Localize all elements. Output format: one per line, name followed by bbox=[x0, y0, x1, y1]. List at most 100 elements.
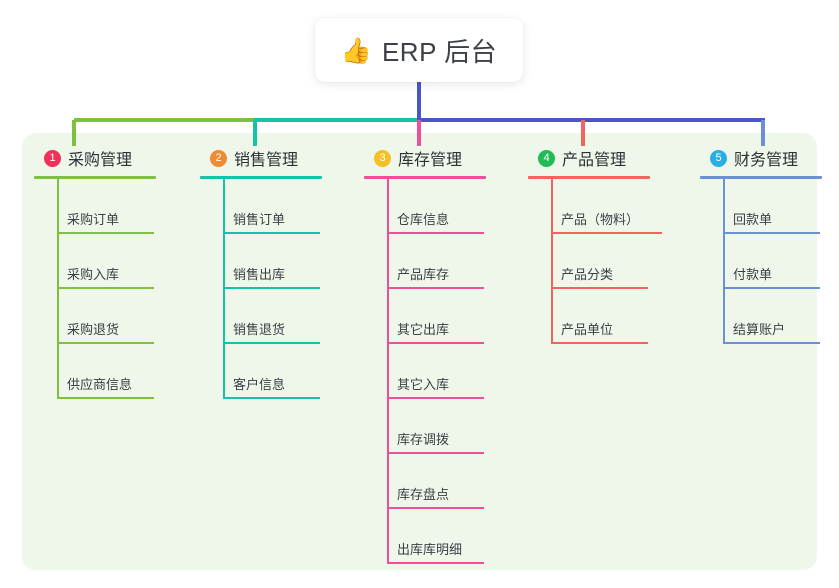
list-item-label: 销售订单 bbox=[233, 212, 286, 227]
list-item-label: 产品分类 bbox=[561, 267, 614, 282]
column-header-4[interactable]: 4 产品管理 bbox=[528, 145, 676, 171]
list-item-label: 出库库明细 bbox=[397, 542, 463, 557]
list-item-underline bbox=[552, 287, 648, 289]
list-item[interactable]: 结算账户 bbox=[724, 289, 820, 344]
column-badge-2: 2 bbox=[210, 149, 227, 167]
list-item-underline bbox=[224, 287, 320, 289]
root-node-card[interactable]: 👍 ERP 后台 bbox=[315, 18, 523, 82]
list-item-underline bbox=[224, 397, 320, 399]
column-items-4: 产品（物料） 产品分类产品单位 bbox=[528, 179, 676, 344]
list-item-label: 客户信息 bbox=[233, 377, 286, 392]
list-item-label: 库存调拨 bbox=[397, 432, 450, 447]
column-title-4: 产品管理 bbox=[562, 152, 627, 169]
list-item-underline bbox=[388, 507, 484, 509]
list-item[interactable]: 采购订单 bbox=[58, 179, 154, 234]
list-item-label: 仓库信息 bbox=[397, 212, 450, 227]
column-title-5: 财务管理 bbox=[734, 152, 799, 169]
list-item-underline bbox=[388, 342, 484, 344]
list-item[interactable]: 产品库存 bbox=[388, 234, 484, 289]
list-item-label: 结算账户 bbox=[733, 322, 786, 337]
list-item[interactable]: 产品（物料） bbox=[552, 179, 662, 234]
list-item-underline bbox=[224, 342, 320, 344]
column-title-2: 销售管理 bbox=[234, 152, 299, 169]
list-item[interactable]: 销售退货 bbox=[224, 289, 320, 344]
list-item-underline bbox=[724, 232, 820, 234]
list-item[interactable]: 库存调拨 bbox=[388, 399, 484, 454]
column-header-3[interactable]: 3 库存管理 bbox=[364, 145, 512, 171]
list-item-label: 产品库存 bbox=[397, 267, 450, 282]
list-item-label: 产品单位 bbox=[561, 322, 614, 337]
column-badge-4: 4 bbox=[538, 149, 555, 167]
list-item-label: 采购入库 bbox=[67, 267, 120, 282]
column-4: 4 产品管理产品（物料） 产品分类产品单位 bbox=[528, 145, 676, 344]
column-underline-3 bbox=[364, 176, 486, 179]
column-underline-2 bbox=[200, 176, 322, 179]
list-item[interactable]: 销售出库 bbox=[224, 234, 320, 289]
list-item[interactable]: 出库库明细 bbox=[388, 509, 484, 564]
list-item-underline bbox=[388, 287, 484, 289]
list-item[interactable]: 产品单位 bbox=[552, 289, 648, 344]
list-item-label: 付款单 bbox=[733, 267, 773, 282]
root-node-content: 👍 ERP 后台 bbox=[341, 32, 497, 69]
column-spine-1 bbox=[57, 179, 59, 399]
column-items-2: 销售订单销售出库销售退货客户信息 bbox=[200, 179, 348, 399]
list-item[interactable]: 仓库信息 bbox=[388, 179, 484, 234]
diagram-panel-background bbox=[22, 133, 817, 570]
column-header-2[interactable]: 2 销售管理 bbox=[200, 145, 348, 171]
list-item-underline bbox=[724, 342, 820, 344]
list-item-underline bbox=[388, 232, 484, 234]
list-item-label: 采购退货 bbox=[67, 322, 120, 337]
list-item-underline bbox=[552, 232, 662, 234]
column-underline-1 bbox=[34, 176, 156, 179]
column-spine-5 bbox=[723, 179, 725, 344]
thumbs-up-icon: 👍 bbox=[340, 35, 372, 65]
list-item[interactable]: 付款单 bbox=[724, 234, 820, 289]
column-title-3: 库存管理 bbox=[398, 152, 463, 169]
list-item[interactable]: 库存盘点 bbox=[388, 454, 484, 509]
list-item[interactable]: 销售订单 bbox=[224, 179, 320, 234]
list-item[interactable]: 产品分类 bbox=[552, 234, 648, 289]
list-item-underline bbox=[388, 397, 484, 399]
list-item-label: 销售退货 bbox=[233, 322, 286, 337]
list-item-label: 其它入库 bbox=[397, 377, 450, 392]
column-title-1: 采购管理 bbox=[68, 152, 133, 169]
list-item-underline bbox=[724, 287, 820, 289]
column-underline-4 bbox=[528, 176, 650, 179]
column-3: 3 库存管理仓库信息产品库存其它出库其它入库库存调拨库存盘点出库库明细 bbox=[364, 145, 512, 564]
list-item-label: 其它出库 bbox=[397, 322, 450, 337]
column-items-5: 回款单付款单结算账户 bbox=[700, 179, 839, 344]
list-item[interactable]: 回款单 bbox=[724, 179, 820, 234]
list-item-label: 库存盘点 bbox=[397, 487, 450, 502]
list-item[interactable]: 采购入库 bbox=[58, 234, 154, 289]
list-item[interactable]: 供应商信息 bbox=[58, 344, 154, 399]
list-item-label: 供应商信息 bbox=[67, 377, 133, 392]
list-item-underline bbox=[58, 232, 154, 234]
column-badge-1: 1 bbox=[44, 149, 61, 167]
column-header-1[interactable]: 1 采购管理 bbox=[34, 145, 182, 171]
list-item[interactable]: 采购退货 bbox=[58, 289, 154, 344]
column-spine-3 bbox=[387, 179, 389, 564]
list-item-underline bbox=[58, 287, 154, 289]
list-item[interactable]: 客户信息 bbox=[224, 344, 320, 399]
column-header-5[interactable]: 5 财务管理 bbox=[700, 145, 839, 171]
root-node-title: ERP 后台 bbox=[381, 36, 498, 67]
list-item[interactable]: 其它入库 bbox=[388, 344, 484, 399]
list-item-underline bbox=[552, 342, 648, 344]
list-item-underline bbox=[388, 562, 484, 564]
column-5: 5 财务管理回款单付款单结算账户 bbox=[700, 145, 839, 344]
column-badge-5: 5 bbox=[710, 149, 727, 167]
column-items-3: 仓库信息产品库存其它出库其它入库库存调拨库存盘点出库库明细 bbox=[364, 179, 512, 564]
column-spine-2 bbox=[223, 179, 225, 399]
list-item-underline bbox=[58, 342, 154, 344]
list-item-label: 采购订单 bbox=[67, 212, 120, 227]
column-underline-5 bbox=[700, 176, 822, 179]
column-badge-3: 3 bbox=[374, 149, 391, 167]
list-item-underline bbox=[224, 232, 320, 234]
list-item-underline bbox=[58, 397, 154, 399]
column-spine-4 bbox=[551, 179, 553, 344]
list-item[interactable]: 其它出库 bbox=[388, 289, 484, 344]
list-item-underline bbox=[388, 452, 484, 454]
